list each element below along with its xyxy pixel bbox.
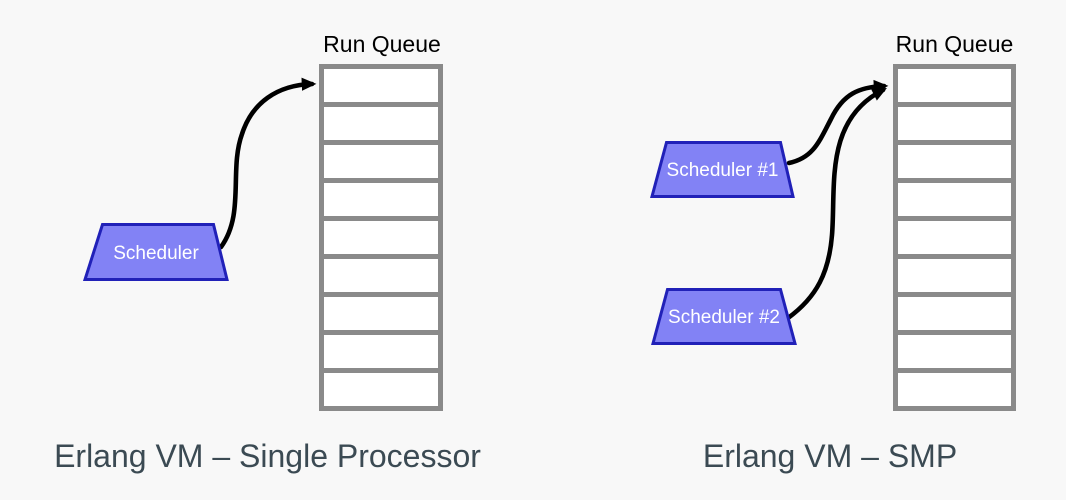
queue-slot	[324, 373, 438, 406]
scheduler-left-label: Scheduler	[113, 242, 199, 264]
scheduler-trapezoid-icon	[650, 141, 795, 198]
scheduler-1: Scheduler #1	[650, 141, 795, 198]
queue-slot	[324, 107, 438, 140]
scheduler-2-label: Scheduler #2	[668, 307, 780, 328]
queue-slot	[898, 259, 1011, 292]
caption-single-processor: Erlang VM – Single Processor	[54, 438, 481, 474]
arrow-scheduler1-to-queue	[786, 79, 889, 166]
run-queue-right	[893, 64, 1016, 411]
scheduler-trapezoid-icon	[651, 288, 797, 345]
scheduler-1-label: Scheduler #1	[666, 160, 779, 181]
queue-slot	[898, 183, 1011, 216]
scheduler-left: Scheduler	[83, 223, 229, 281]
queue-slot	[898, 297, 1011, 330]
queue-slot	[324, 145, 438, 178]
queue-slot	[324, 69, 438, 102]
run-queue-label-left: Run Queue	[323, 31, 441, 57]
caption-smp: Erlang VM – SMP	[702, 438, 958, 474]
queue-slot	[898, 69, 1011, 102]
queue-slot	[324, 297, 438, 330]
queue-slot	[898, 145, 1011, 178]
scheduler-trapezoid-icon	[83, 223, 229, 281]
scheduler-2: Scheduler #2	[651, 288, 797, 345]
queue-slot	[898, 373, 1011, 406]
queue-slot	[898, 221, 1011, 254]
queue-slot	[898, 107, 1011, 140]
queue-slot	[324, 221, 438, 254]
arrow-scheduler2-to-queue	[785, 87, 887, 321]
queue-slot	[898, 335, 1011, 368]
run-queue-label-right: Run Queue	[895, 31, 1014, 57]
queue-slot	[324, 183, 438, 216]
run-queue-left	[319, 64, 443, 411]
arrow-scheduler-to-queue-left	[218, 77, 317, 250]
queue-slot	[324, 335, 438, 368]
queue-slot	[324, 259, 438, 292]
